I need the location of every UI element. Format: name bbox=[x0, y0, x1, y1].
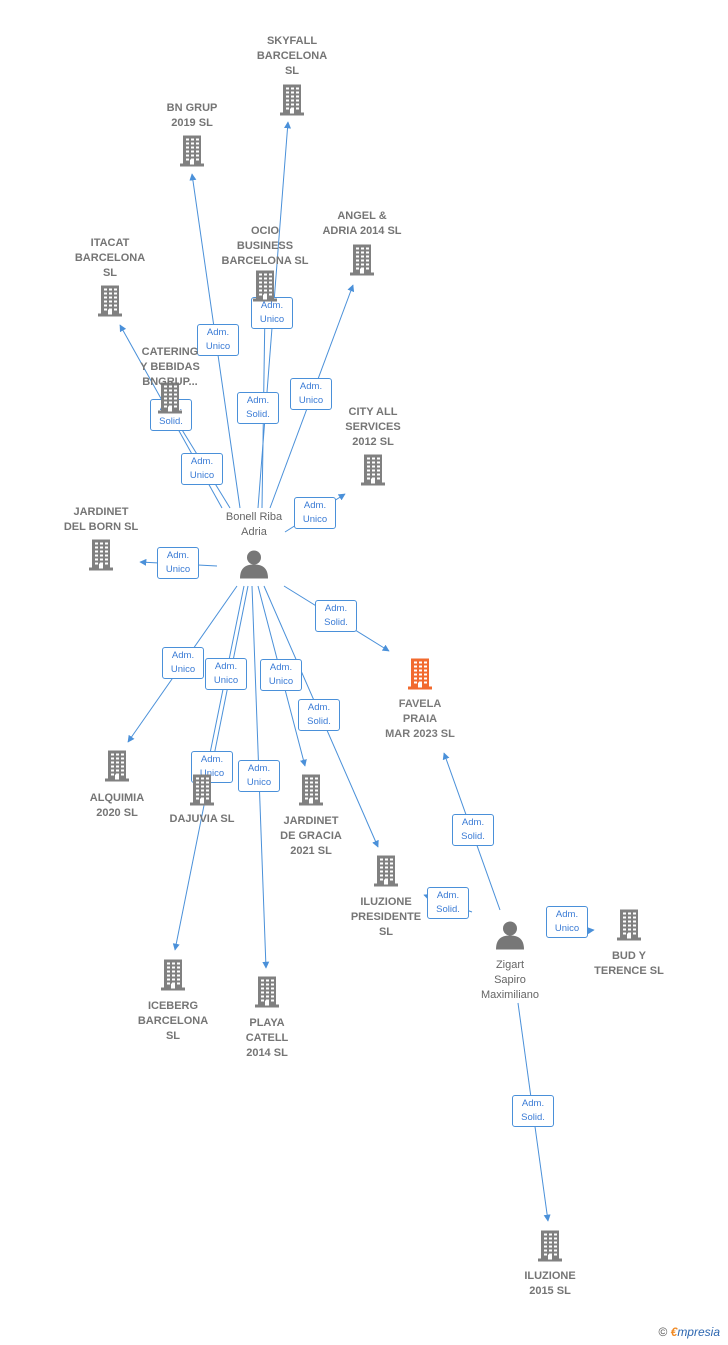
node-label-ocio[interactable]: OCIO BUSINESS BARCELONA SL bbox=[221, 225, 309, 267]
person-icon[interactable] bbox=[239, 549, 269, 584]
node-label-catering[interactable]: CATERING Y BEBIDAS BNGRUP... bbox=[140, 346, 200, 388]
building-icon[interactable] bbox=[350, 244, 374, 281]
building-icon[interactable] bbox=[105, 750, 129, 787]
node-label-alquimia[interactable]: ALQUIMIA 2020 SL bbox=[89, 792, 145, 819]
node-label-iluzionepres[interactable]: ILUZIONE PRESIDENTE SL bbox=[350, 896, 422, 938]
edge-label-zigart-budy: Adm. Unico bbox=[546, 906, 588, 938]
edge-label-bonell-iluzionepres: Adm. Solid. bbox=[298, 699, 340, 731]
building-icon[interactable] bbox=[361, 454, 385, 491]
node-label-dajuvia[interactable]: DAJUVIA SL bbox=[169, 813, 235, 825]
edge-label-bonell-bngrup: Adm. Unico bbox=[197, 324, 239, 356]
building-icon[interactable] bbox=[374, 855, 398, 892]
node-label-cityall[interactable]: CITY ALL SERVICES 2012 SL bbox=[345, 406, 401, 448]
node-label-jardinetborn[interactable]: JARDINET DEL BORN SL bbox=[63, 506, 139, 533]
copyright-symbol: © bbox=[658, 1325, 668, 1339]
building-icon[interactable] bbox=[617, 909, 641, 946]
building-icon[interactable] bbox=[299, 774, 323, 811]
person-icon[interactable] bbox=[495, 920, 525, 955]
node-label-bonell[interactable]: Bonell Riba Adria bbox=[225, 511, 283, 538]
building-icon[interactable] bbox=[158, 382, 182, 419]
building-icon[interactable] bbox=[161, 959, 185, 996]
edge-label-bonell-jardinetgracia: Adm. Unico bbox=[260, 659, 302, 691]
node-label-budy[interactable]: BUD Y TERENCE SL bbox=[594, 950, 664, 977]
brand-logo-text: mpresia bbox=[677, 1325, 720, 1339]
building-icon[interactable] bbox=[280, 84, 304, 121]
node-label-bngrup[interactable]: BN GRUP 2019 SL bbox=[166, 102, 218, 129]
edge-label-bonell-dajuvia: Adm. Unico bbox=[205, 658, 247, 690]
edge-label-bonell-angel: Adm. Unico bbox=[290, 378, 332, 410]
node-label-angel[interactable]: ANGEL & ADRIA 2014 SL bbox=[322, 210, 402, 237]
edge-label-bonell-catering: Adm. Unico bbox=[181, 453, 223, 485]
edge-label-bonell-ocio: Adm. Solid. bbox=[237, 392, 279, 424]
focus-building-icon[interactable] bbox=[408, 658, 432, 695]
brand-logo-letter: € bbox=[670, 1325, 678, 1339]
building-icon[interactable] bbox=[190, 774, 214, 811]
node-label-jardinetgracia[interactable]: JARDINET DE GRACIA 2021 SL bbox=[280, 815, 342, 857]
building-icon[interactable] bbox=[255, 976, 279, 1013]
building-icon[interactable] bbox=[180, 135, 204, 172]
edge-label-bonell-jardinetborn: Adm. Unico bbox=[157, 547, 199, 579]
node-label-iluzione2015[interactable]: ILUZIONE 2015 SL bbox=[524, 1270, 576, 1297]
edge-label-zigart-iluzionepres: Adm. Solid. bbox=[427, 887, 469, 919]
node-label-playa[interactable]: PLAYA CATELL 2014 SL bbox=[245, 1017, 289, 1059]
edge-label-bonell-favela: Adm. Solid. bbox=[315, 600, 357, 632]
node-label-zigart[interactable]: Zigart Sapiro Maximiliano bbox=[480, 959, 540, 1001]
empresia-brand[interactable]: © €mpresia bbox=[658, 1325, 720, 1339]
building-icon[interactable] bbox=[253, 270, 277, 307]
node-label-itacat[interactable]: ITACAT BARCELONA SL bbox=[74, 237, 146, 279]
node-label-iceberg[interactable]: ICEBERG BARCELONA SL bbox=[137, 1000, 209, 1042]
edge-label-bonell-alquimia: Adm. Unico bbox=[162, 647, 204, 679]
node-label-skyfall[interactable]: SKYFALL BARCELONA SL bbox=[256, 35, 328, 77]
edge-label-zigart-favela: Adm. Solid. bbox=[452, 814, 494, 846]
building-icon[interactable] bbox=[538, 1230, 562, 1267]
building-icon[interactable] bbox=[98, 285, 122, 322]
edge-label-bonell-cityall: Adm. Unico bbox=[294, 497, 336, 529]
edge-label-bonell-playa: Adm. Unico bbox=[238, 760, 280, 792]
edge-label-zigart-iluzione2015: Adm. Solid. bbox=[512, 1095, 554, 1127]
edge-label-bonell-skyfall: Adm. Unico bbox=[251, 297, 293, 329]
building-icon[interactable] bbox=[89, 539, 113, 576]
node-label-favela[interactable]: FAVELA PRAIA MAR 2023 SL bbox=[385, 698, 455, 740]
